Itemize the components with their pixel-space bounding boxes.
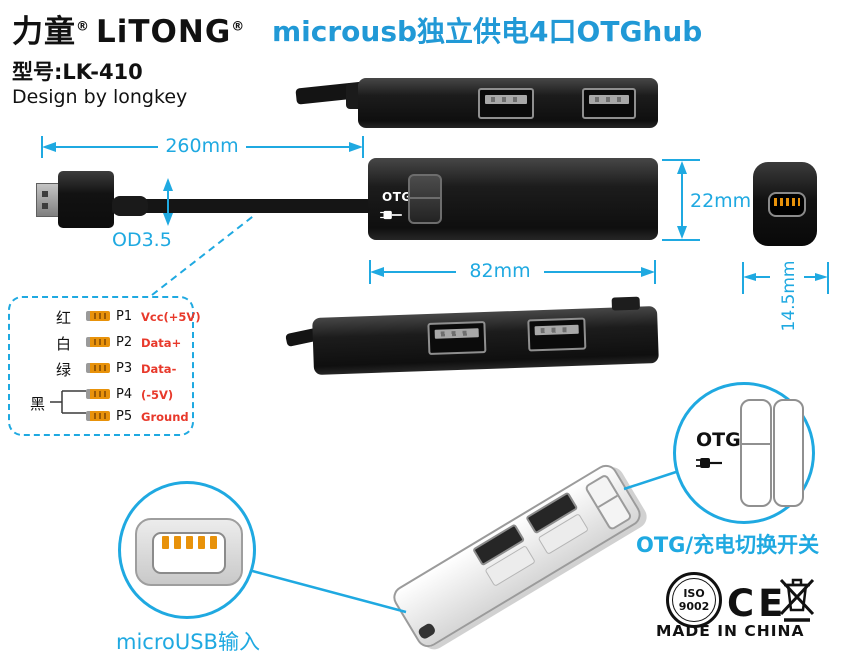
microusb-port <box>768 192 806 217</box>
brand-logo: 力童®LiTONG® <box>12 6 245 51</box>
callout-line-microusb <box>244 567 407 614</box>
hub-3d-view <box>388 460 646 652</box>
otg-switch <box>583 473 633 532</box>
microusb-callout <box>118 481 256 619</box>
otg-marking: OTG <box>382 190 412 204</box>
usb-tongue <box>534 324 579 336</box>
signal-label: Data- <box>141 362 177 376</box>
wire-connector-icon <box>86 363 110 373</box>
dim-label-body-width: 14.5mm <box>779 260 799 332</box>
ce-mark: CE <box>727 582 788 625</box>
otg-callout-label: OTG/充电切换开关 <box>636 533 820 557</box>
hub-side-view: OTG <box>368 158 658 240</box>
wire-bracket <box>50 390 86 414</box>
signal-label: Data+ <box>141 336 182 350</box>
usb-port <box>427 320 487 355</box>
usb-cable <box>112 199 370 213</box>
usb-tongue <box>485 95 527 104</box>
iso-line2: 9002 <box>678 599 710 613</box>
usb-port <box>527 317 587 352</box>
otg-switch <box>611 296 641 311</box>
hub-top-view <box>358 78 658 128</box>
registered-mark-icon: ® <box>76 19 90 35</box>
usb-tongue <box>434 328 479 339</box>
wire-connector-icon <box>86 337 110 347</box>
iso-line1: ISO <box>683 587 705 600</box>
wire-color-label: 绿 <box>56 361 72 379</box>
usb-port <box>582 88 636 119</box>
otg-text: OTG <box>696 429 741 451</box>
pin-label: P4 <box>116 387 133 402</box>
pin <box>185 536 193 549</box>
wire-connector-icon <box>86 389 110 399</box>
wire-connector-icon <box>86 411 110 421</box>
brand-name-en: LiTONG <box>96 14 232 50</box>
model-number: 型号:LK-410 <box>12 60 143 84</box>
pin-label: P2 <box>116 335 133 350</box>
registered-mark-icon: ® <box>231 19 246 35</box>
switch-key <box>740 399 772 507</box>
pin <box>197 536 205 549</box>
pin-label: P5 <box>116 409 133 424</box>
usb-plug-body <box>58 171 114 228</box>
usb-tongue <box>589 95 629 104</box>
microusb-callout-label: microUSB输入 <box>116 630 260 654</box>
wire-connector-icon <box>86 311 110 321</box>
signal-label: Ground <box>141 410 189 424</box>
pin-label: P3 <box>116 361 133 376</box>
made-in-label: MADE IN CHINA <box>656 622 805 640</box>
page-title: microusb独立供电4口OTGhub <box>272 15 703 48</box>
wiring-leader-line <box>151 213 257 296</box>
microusb-port-closeup <box>135 518 243 586</box>
signal-label: Vcc(+5V) <box>141 310 201 324</box>
pin <box>161 536 169 549</box>
usb-port <box>478 88 534 119</box>
wire-row: 白 P2 Data+ <box>10 332 192 353</box>
wiring-diagram: 红 P1 Vcc(+5V) 白 P2 Data+ 绿 P3 Data- P4 (… <box>8 296 201 436</box>
switch-key <box>773 399 804 507</box>
plug-icon <box>696 458 722 468</box>
otg-switch <box>408 174 442 224</box>
hub-end-view <box>753 162 817 246</box>
dim-label-cable-length: 260mm <box>165 135 239 157</box>
pin-label: P1 <box>116 309 133 324</box>
designer-credit: Design by longkey <box>12 86 188 108</box>
cable-strain-relief <box>112 196 148 216</box>
signal-label: (-5V) <box>141 388 174 402</box>
microusb-port <box>416 621 437 641</box>
plug-icon <box>380 210 402 220</box>
hub-bottom-view <box>312 296 659 376</box>
wire-color-label: 红 <box>56 309 72 327</box>
microusb-opening <box>152 532 226 574</box>
microusb-pins <box>154 536 224 549</box>
wire-row: P5 Ground <box>10 406 192 426</box>
wire-color-label: 白 <box>56 335 72 353</box>
dim-label-body-height: 22mm <box>690 190 752 212</box>
dim-label-cable-od: OD3.5 <box>112 229 172 251</box>
pin <box>209 536 217 549</box>
pin <box>173 536 181 549</box>
wire-row: P4 (-5V) <box>10 384 192 404</box>
otg-switch-callout: OTG <box>673 382 815 524</box>
hub-3d-body <box>388 460 646 652</box>
switch-divider <box>410 176 440 199</box>
wire-row: 绿 P3 Data- <box>10 358 192 379</box>
dim-label-body-length: 82mm <box>469 260 531 282</box>
weee-bin-icon <box>779 578 815 622</box>
wire-row: 红 P1 Vcc(+5V) <box>10 306 201 327</box>
wire-color-label: 黑 <box>30 395 46 413</box>
brand-name-cn: 力童 <box>12 14 76 50</box>
